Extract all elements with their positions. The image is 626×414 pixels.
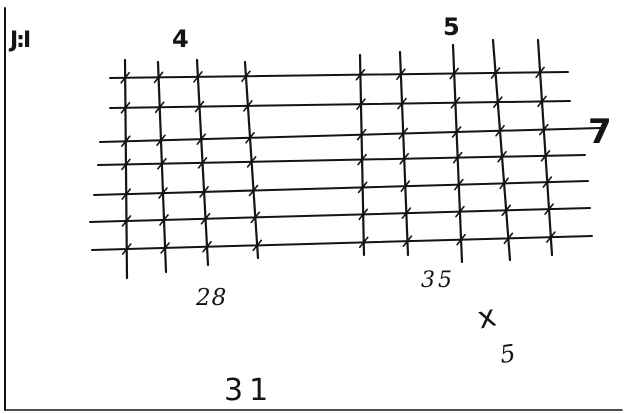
line-grid bbox=[89, 38, 601, 280]
tick-mark bbox=[542, 176, 553, 188]
tick-mark bbox=[456, 233, 466, 246]
top-left-number: 4 bbox=[172, 25, 189, 53]
tick-mark bbox=[401, 207, 412, 219]
tick-mark bbox=[121, 158, 131, 171]
lower-right-number: 5 bbox=[498, 339, 518, 369]
tick-mark bbox=[121, 243, 132, 255]
tick-mark bbox=[499, 177, 509, 190]
tick-mark bbox=[400, 180, 411, 192]
tick-mark bbox=[200, 212, 211, 225]
horizontal-line-5 bbox=[93, 180, 589, 196]
vertical-line-4 bbox=[243, 60, 260, 260]
tick-mark bbox=[490, 67, 501, 79]
sheet-border bbox=[4, 7, 623, 411]
tick-mark bbox=[493, 96, 503, 108]
tick-mark bbox=[358, 236, 369, 249]
tick-mark bbox=[495, 124, 505, 137]
tick-mark bbox=[452, 151, 463, 164]
tick-mark bbox=[194, 100, 205, 113]
tick-mark bbox=[246, 156, 257, 168]
tick-mark bbox=[357, 153, 367, 166]
corner-label: J:I bbox=[10, 28, 31, 53]
vertical-line-5 bbox=[358, 53, 366, 257]
horizontal-line-7 bbox=[91, 235, 593, 251]
tick-mark bbox=[121, 215, 132, 227]
tick-mark bbox=[396, 68, 406, 80]
tick-mark bbox=[243, 100, 253, 112]
tick-mark bbox=[546, 231, 556, 243]
tick-mark bbox=[501, 204, 511, 217]
tick-mark bbox=[356, 128, 367, 141]
tick-mark bbox=[241, 70, 251, 83]
tick-mark bbox=[397, 97, 407, 110]
tick-mark bbox=[503, 232, 514, 245]
bottom-number: 31 bbox=[224, 373, 275, 408]
tick-mark bbox=[357, 181, 368, 194]
right-number: 7 bbox=[588, 112, 612, 152]
tick-mark bbox=[154, 101, 165, 114]
tick-mark bbox=[537, 95, 547, 108]
tick-mark bbox=[160, 242, 170, 254]
tick-mark bbox=[157, 157, 167, 170]
horizontal-line-4 bbox=[97, 154, 586, 166]
vertical-line-1 bbox=[123, 58, 129, 280]
tick-mark bbox=[120, 101, 131, 114]
tick-mark bbox=[449, 67, 459, 80]
top-right-number: 5 bbox=[443, 13, 460, 41]
tick-mark bbox=[398, 127, 409, 140]
vertical-line-6 bbox=[398, 50, 410, 257]
tick-mark bbox=[202, 240, 212, 253]
bottom-left-number: 28 bbox=[196, 285, 228, 311]
tick-mark bbox=[248, 184, 259, 197]
bottom-right-number: 35 bbox=[421, 268, 455, 293]
tick-mark bbox=[355, 68, 366, 81]
tick-mark bbox=[156, 134, 166, 147]
tick-mark bbox=[199, 186, 209, 198]
tick-mark bbox=[402, 235, 413, 247]
tick-mark bbox=[196, 133, 207, 145]
tick-mark bbox=[120, 72, 130, 84]
tick-mark bbox=[455, 205, 465, 218]
tick-mark bbox=[245, 131, 255, 144]
horizontal-line-3 bbox=[99, 127, 601, 143]
tick-mark bbox=[451, 126, 462, 138]
tick-mark bbox=[450, 96, 461, 109]
vertical-line-9 bbox=[536, 38, 554, 257]
tick-mark bbox=[544, 203, 554, 215]
tick-mark bbox=[252, 239, 262, 252]
tick-mark bbox=[539, 123, 549, 136]
tick-mark bbox=[540, 150, 551, 162]
tick-mark bbox=[193, 71, 203, 83]
tick-mark bbox=[158, 187, 168, 199]
intersection-tick-marks bbox=[120, 66, 556, 255]
vertical-line-2 bbox=[156, 60, 168, 274]
tick-mark bbox=[358, 208, 368, 221]
tick-mark bbox=[120, 135, 131, 148]
tick-mark bbox=[159, 214, 169, 226]
vertical-line-7 bbox=[451, 43, 464, 264]
tick-mark bbox=[535, 66, 545, 79]
tick-mark bbox=[399, 152, 410, 165]
tick-mark bbox=[453, 178, 464, 191]
tick-mark bbox=[250, 211, 261, 224]
vertical-line-8 bbox=[491, 38, 512, 262]
tick-mark bbox=[197, 157, 208, 169]
tick-mark bbox=[121, 188, 132, 200]
tick-mark bbox=[497, 150, 507, 163]
horizontal-line-1 bbox=[109, 71, 569, 79]
tick-mark bbox=[153, 71, 164, 84]
tick-mark bbox=[356, 98, 366, 110]
horizontal-line-2 bbox=[109, 100, 571, 109]
